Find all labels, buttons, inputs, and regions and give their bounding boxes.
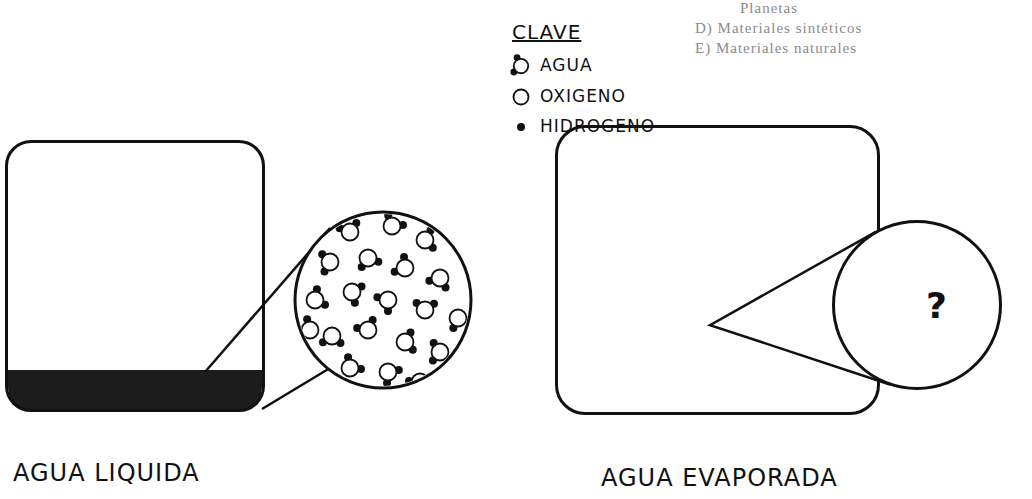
legend-text: OXIGENO	[540, 86, 626, 106]
legend-text: HIDROGENO	[540, 116, 655, 136]
oxygen-atom	[302, 322, 319, 339]
question-mark: ?	[926, 285, 948, 326]
container-label: AGUA LIQUIDA	[13, 459, 200, 487]
oxygen-atom	[397, 334, 414, 351]
oxygen-atom	[412, 374, 429, 391]
container-box: AGUA LIQUIDA	[5, 140, 265, 412]
oxygen-atom	[432, 270, 449, 287]
oxygen-atom	[342, 360, 359, 377]
hydrogen-atom	[296, 332, 304, 340]
background-text: D) Materiales sintéticos	[695, 20, 862, 37]
oxygen-atom	[514, 59, 528, 73]
oxygen-atom	[417, 232, 434, 249]
background-text: E) Materiales naturales	[695, 40, 857, 57]
oxygen-atom	[397, 260, 414, 277]
oxygen-atom	[322, 254, 339, 271]
oxygen-atom	[417, 302, 434, 319]
oxygen-atom	[360, 322, 377, 339]
oxygen-atom	[344, 284, 361, 301]
legend-text: AGUA	[540, 55, 593, 75]
hydrogen-atom	[418, 389, 426, 397]
callout-circle: ?	[832, 220, 1002, 390]
magnifier-circle	[295, 212, 471, 388]
oxygen-atom	[324, 328, 341, 345]
oxygen-atom	[360, 250, 377, 267]
hydrogen-symbol	[517, 123, 525, 131]
oxygen-atom	[380, 292, 397, 309]
oxygen-atom	[432, 344, 449, 361]
background-text: Planetas	[740, 0, 798, 17]
oxygen-atom	[307, 292, 324, 309]
oxygen-atom	[384, 218, 401, 235]
oxygen-atom	[450, 310, 467, 327]
oxygen-atom	[380, 364, 397, 381]
leader-line	[262, 368, 330, 409]
liquid-water	[8, 370, 262, 410]
container-label: AGUA EVAPORADA	[601, 464, 838, 492]
oxygen-atom	[342, 224, 359, 241]
key-heading: CLAVE	[512, 20, 581, 44]
container-box: AGUA EVAPORADA	[555, 125, 880, 415]
oxygen-symbol	[514, 90, 529, 105]
